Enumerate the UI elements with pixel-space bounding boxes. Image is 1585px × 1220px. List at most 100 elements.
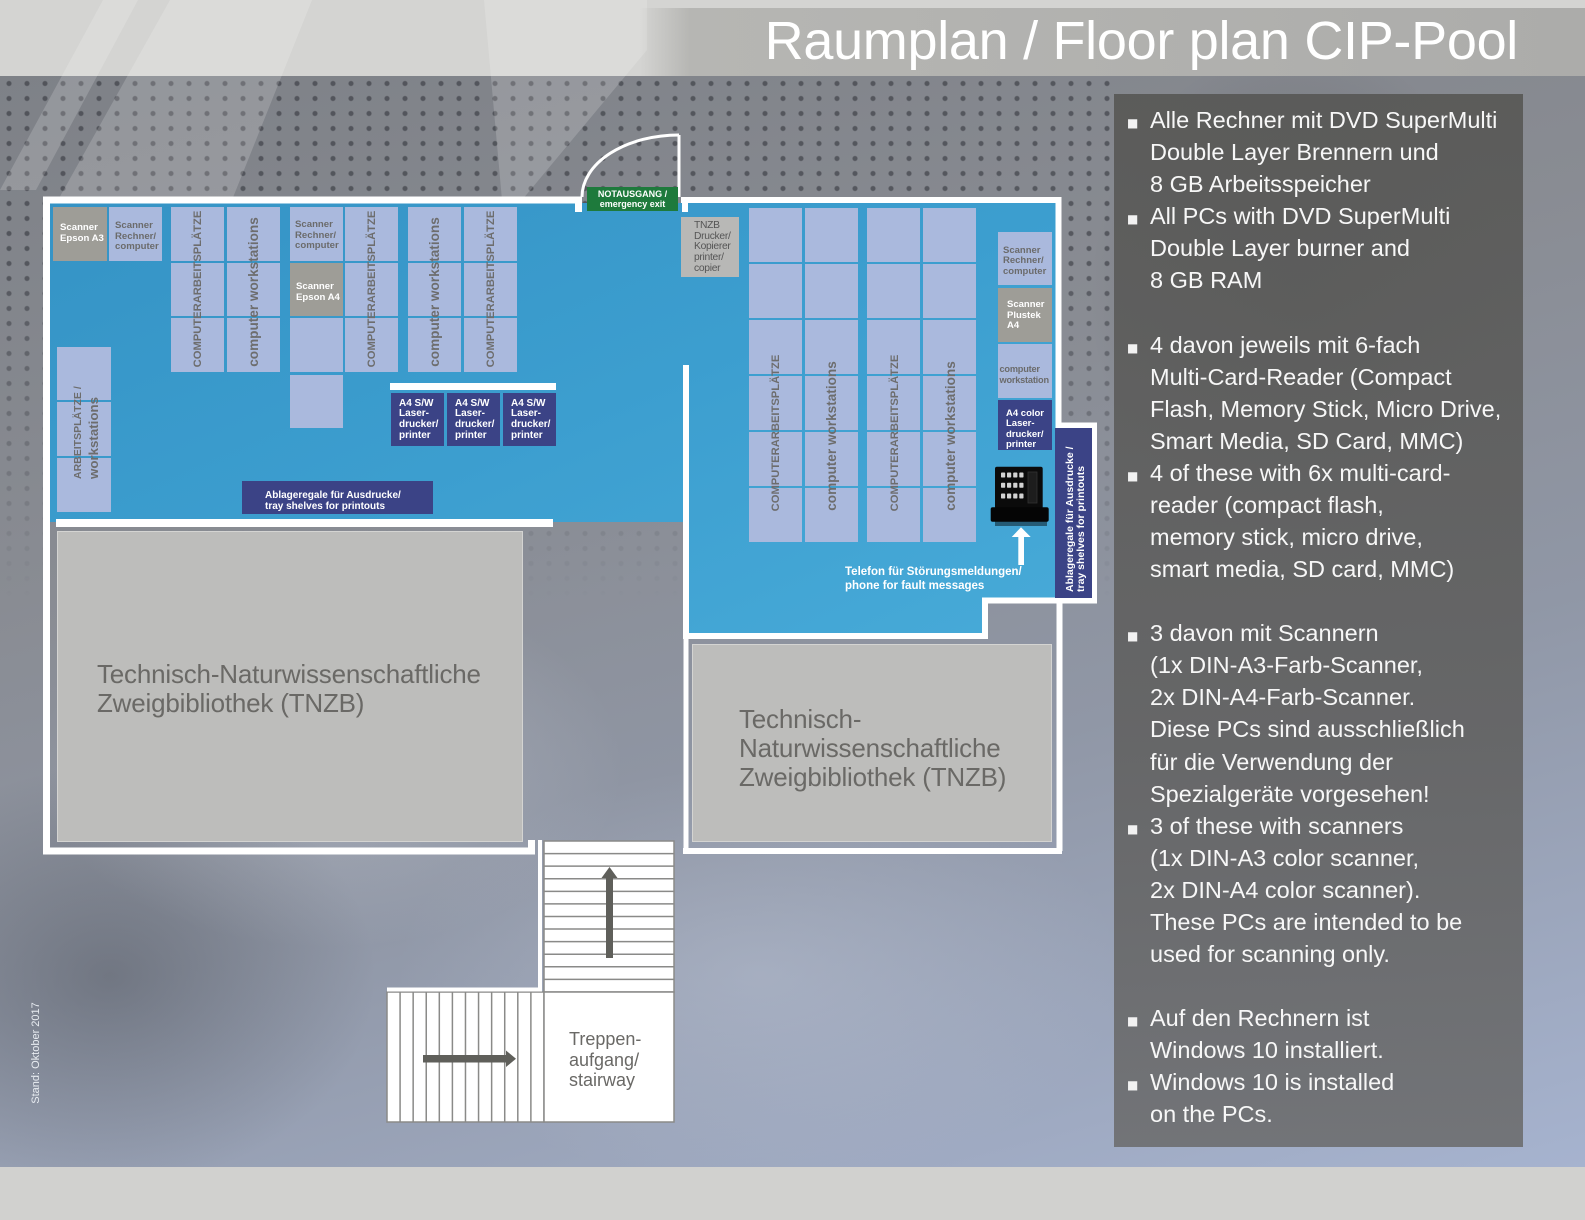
info-bullet-item: ■4 of these with 6x multi-card-reader (c… — [1114, 457, 1523, 585]
device-label: TNZB — [694, 220, 720, 231]
device-label: drucker/ — [399, 419, 439, 431]
device-label: Scanner — [1007, 299, 1045, 310]
device-label: Scanner — [1003, 244, 1041, 256]
tnzb-printer-copier: TNZB Drucker/ Kopierer printer/ copier — [681, 217, 739, 277]
arrow-up-icon — [601, 867, 618, 958]
bullet-icon: ■ — [1127, 116, 1139, 130]
device-label: drucker/ — [455, 419, 495, 431]
info-text-line: 4 of these with 6x multi-card- — [1150, 459, 1451, 486]
library-name-line: Zweigbibliothek (TNZB) — [97, 688, 365, 719]
color-laser-printer: A4 color Laser- drucker/ printer — [998, 400, 1052, 450]
info-text-line: (1x DIN-A3-Farb-Scanner, — [1150, 652, 1423, 679]
device-label: printer — [511, 429, 543, 441]
workstation-desk — [408, 263, 461, 316]
workstation-desk — [290, 375, 343, 428]
scanner-epson-a3: Scanner Epson A3 — [53, 207, 107, 261]
emergency-exit-label-de: NOTAUSGANG / — [597, 188, 668, 199]
side-workstations-label-en: workstations — [85, 396, 101, 479]
phone-keypad-key — [1007, 472, 1012, 478]
device-label: copier — [694, 262, 721, 274]
phone-keypad-key — [1007, 493, 1012, 499]
workstation-desk — [408, 207, 461, 261]
stairway-label: Treppen- aufgang/ stairway — [569, 1029, 641, 1091]
shelf-label-en: tray shelves for printouts — [1074, 465, 1087, 592]
bullet-icon: ■ — [1127, 212, 1139, 227]
workstation-desk — [749, 208, 802, 262]
workstation-desk — [749, 264, 802, 318]
scanner-computer-3: Scanner Rechner/ computer — [998, 232, 1052, 285]
arrow-up-icon — [1011, 527, 1031, 565]
workstation-desk — [171, 318, 224, 372]
info-text-line: Auf den Rechnern ist — [1150, 1005, 1370, 1032]
workstation-desk — [805, 264, 858, 318]
device-label: Rechner/ — [295, 229, 337, 241]
workstation-desk — [749, 320, 802, 374]
phone-keypad-key — [1001, 472, 1006, 478]
bottom-band — [0, 1167, 1585, 1220]
workstation-desk — [867, 320, 920, 374]
bullet-icon: ■ — [1127, 629, 1139, 644]
workstation-desk — [227, 207, 280, 261]
bullet-icon: ■ — [1127, 468, 1139, 483]
device-label: A4 color — [1006, 407, 1045, 419]
device-label: A4 — [1007, 320, 1020, 332]
printout-shelf: Ablageregale für Ausdrucke/ tray shelves… — [242, 481, 433, 514]
info-bullet-item: ■3 davon mit Scannern(1x DIN-A3-Farb-Sca… — [1114, 617, 1523, 809]
workstation-column-label: computer workstations — [824, 361, 839, 511]
info-text-line: Double Layer burner and — [1150, 235, 1410, 262]
device-label: A4 S/W — [455, 397, 490, 409]
info-text-line: used for scanning only. — [1150, 941, 1390, 968]
emergency-exit-sign: NOTAUSGANG / emergency exit — [587, 187, 678, 211]
workstation-desk — [749, 376, 802, 430]
phone-keypad-key — [1013, 472, 1018, 478]
device-label: Scanner — [115, 220, 153, 231]
scanner-computer-1: Scanner Rechner/ computer — [109, 207, 162, 261]
workstation-desk — [57, 402, 111, 456]
device-label: Epson A3 — [60, 232, 104, 244]
workstation-desk — [805, 376, 858, 430]
device-label: Epson A4 — [296, 291, 340, 303]
library-name-line: Technisch- — [739, 703, 862, 734]
info-text-line: Flash, Memory Stick, Micro Drive, — [1150, 395, 1502, 422]
workstation-desk — [464, 318, 517, 372]
info-text-line: All PCs with DVD SuperMulti — [1150, 203, 1451, 230]
info-text-line: Spezialgeräte vorgesehen! — [1150, 780, 1430, 807]
door-swing-icon — [580, 133, 681, 198]
stair-landing — [543, 991, 675, 1123]
workstation-desk — [749, 488, 802, 542]
phone-keypad — [1001, 472, 1024, 499]
computer-workstation: computer workstation — [998, 344, 1052, 398]
workstation-desk — [227, 263, 280, 316]
revision-date: Stand: Oktober 2017 — [30, 1002, 42, 1104]
workstation-column-label: computer workstations — [245, 216, 261, 367]
emergency-exit-label-en: emergency exit — [599, 199, 666, 209]
bw-laser-printer: A4 S/W Laser- drucker/ printer — [391, 393, 444, 446]
bullet-icon: ■ — [1127, 821, 1139, 836]
bullet-icon: ■ — [1127, 1078, 1139, 1093]
workstation-desk — [805, 488, 858, 542]
device-label: Rechner/ — [115, 230, 157, 242]
device-label: Scanner — [60, 222, 98, 233]
device-label: Scanner — [295, 219, 333, 230]
workstation-desk — [57, 347, 111, 400]
device-label: A4 S/W — [511, 397, 546, 409]
scanner-plustek-a4: Scanner Plustek A4 — [998, 288, 1052, 342]
workstation-desk — [171, 207, 224, 261]
workstation-desk — [923, 376, 976, 430]
side-workstations-label-de: ARBEITSPLÄTZE / — [71, 386, 84, 479]
info-text-line: These PCs are intended to be — [1150, 908, 1463, 935]
workstation-desk — [923, 488, 976, 542]
workstation-column-label: COMPUTERARBEITSPLÄTZE — [365, 210, 378, 368]
device-label: drucker/ — [511, 419, 551, 431]
bw-laser-printer: A4 S/W Laser- drucker/ printer — [503, 393, 556, 446]
workstation-desk — [867, 432, 920, 486]
arrow-right-icon — [423, 1050, 516, 1067]
info-text-line: memory stick, micro drive, — [1150, 524, 1423, 551]
device-label: printer — [1006, 439, 1037, 450]
info-text-line: Diese PCs sind ausschließlich — [1150, 716, 1465, 743]
